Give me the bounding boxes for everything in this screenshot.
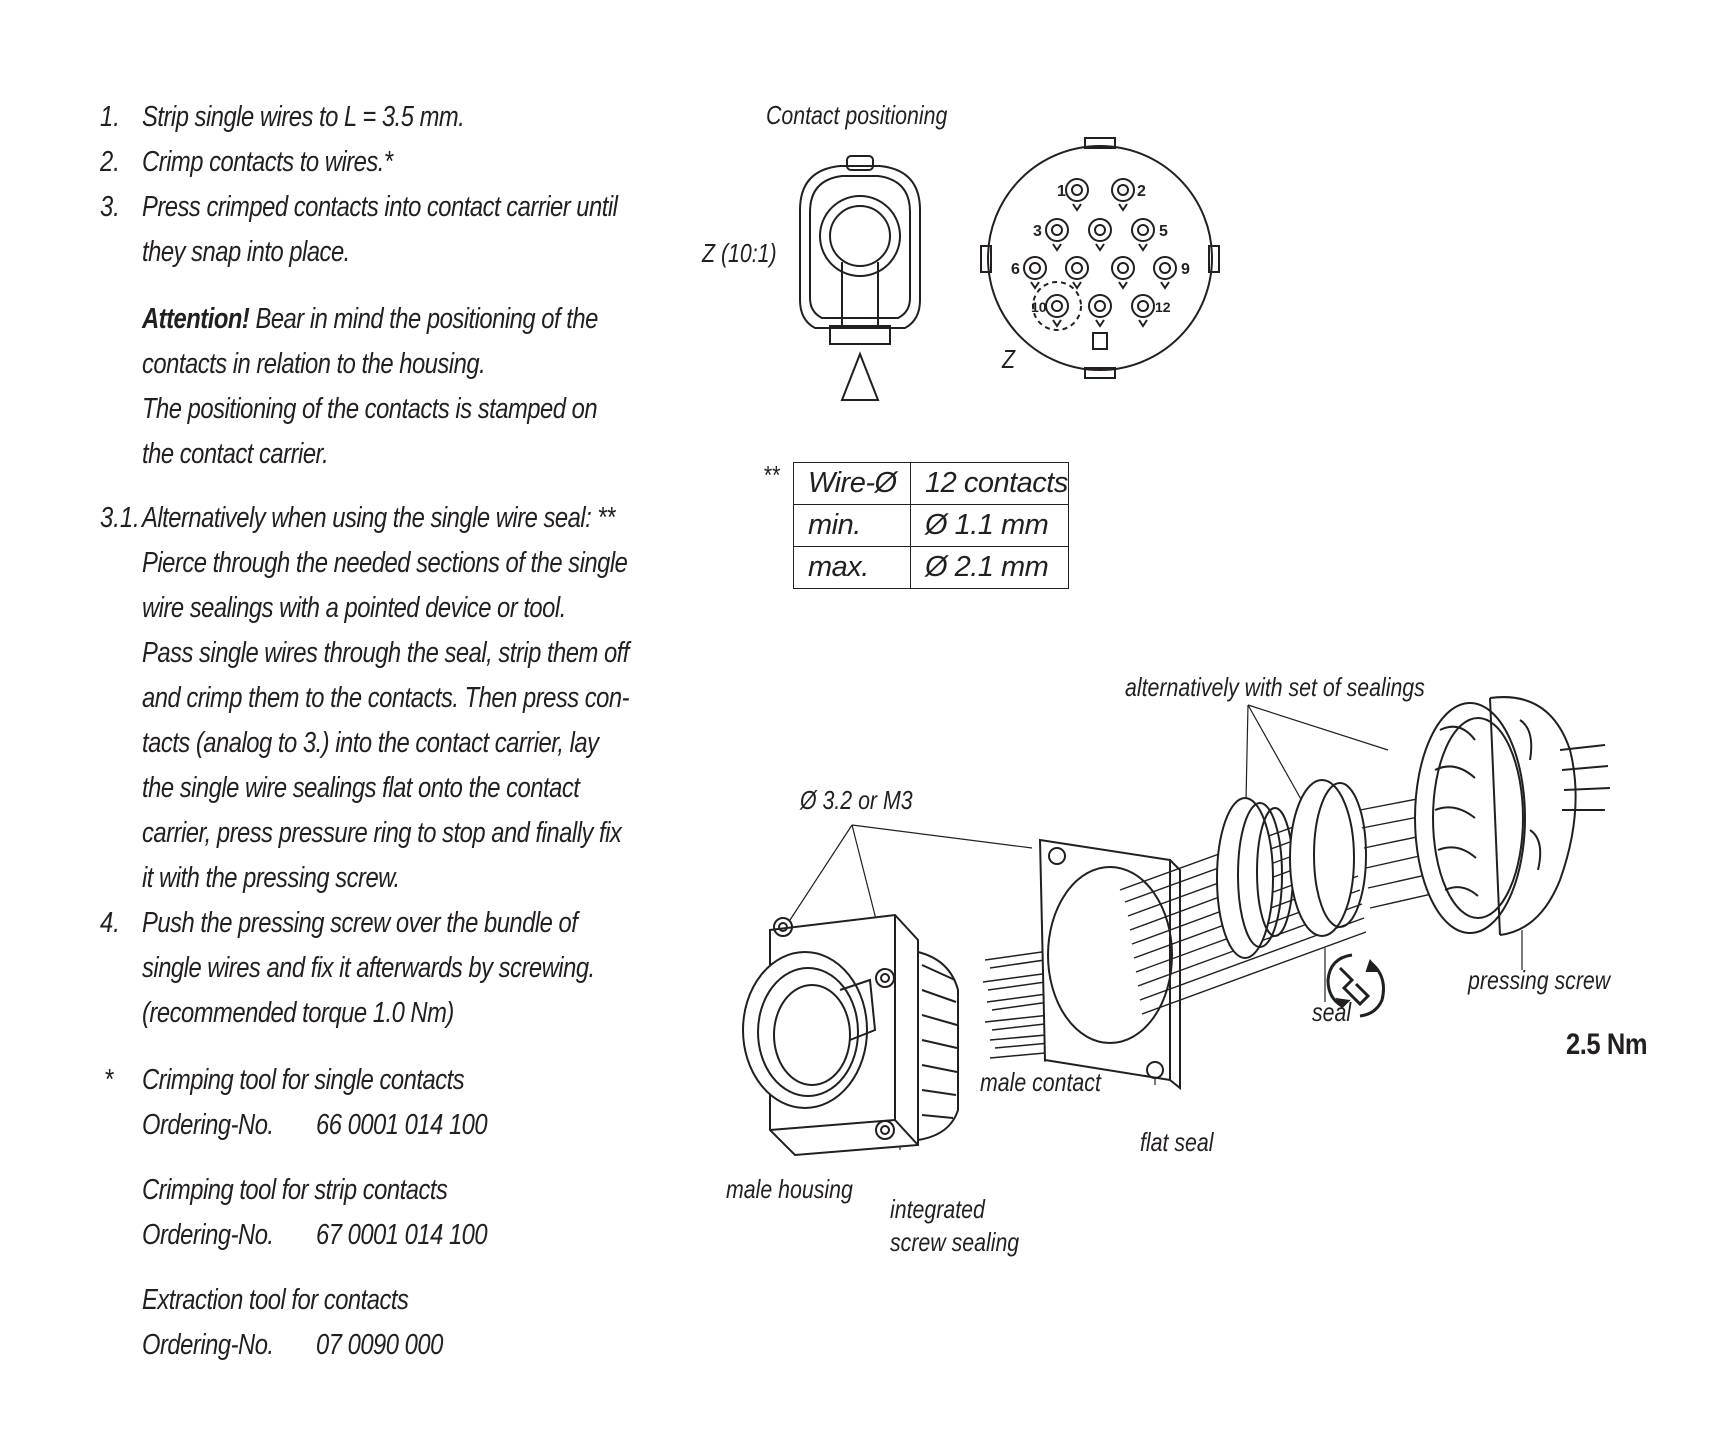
seal-label: seal <box>1312 997 1352 1027</box>
attention-line: Attention! Bear in mind the positioning … <box>142 297 598 342</box>
pin-label: 10 <box>1031 299 1047 315</box>
table-cell: min. <box>793 504 911 547</box>
z-label: Z <box>1002 344 1016 374</box>
step-text: wire sealings with a pointed device or t… <box>142 592 566 624</box>
step-text: Push the pressing screw over the bundle … <box>142 907 578 939</box>
table-row: Wire-Ø 12 contacts <box>793 462 1069 505</box>
attention-label: Attention! <box>142 303 250 335</box>
footnote-mark: * <box>104 1064 114 1096</box>
pressing-screw-label: pressing screw <box>1468 965 1611 995</box>
wire-diameter-table: Wire-Ø 12 contacts min. Ø 1.1 mm max. Ø … <box>793 462 1069 589</box>
pin-label: 12 <box>1155 299 1171 315</box>
ordering-number: 07 0090 000 <box>316 1329 443 1361</box>
tool-name: Crimping tool for strip contacts <box>142 1174 448 1206</box>
attention-text: the contact carrier. <box>142 438 329 470</box>
step-number: 3. <box>100 191 120 223</box>
pin-label: 9 <box>1181 261 1190 278</box>
tool-name: Crimping tool for single contacts <box>142 1064 465 1096</box>
table-cell: Ø 2.1 mm <box>910 546 1069 589</box>
table-cell: 12 contacts <box>910 462 1069 505</box>
male-housing-label: male housing <box>726 1174 853 1204</box>
step-text: Alternatively when using the single wire… <box>142 502 615 534</box>
flat-seal-label: flat seal <box>1140 1127 1214 1157</box>
step-text: it with the pressing screw. <box>142 862 400 894</box>
table-cell: Wire-Ø <box>793 462 911 505</box>
attention-text: contacts in relation to the housing. <box>142 348 486 380</box>
screw-sealing-label: screw sealing <box>890 1227 1020 1257</box>
step-text: single wires and fix it afterwards by sc… <box>142 952 595 984</box>
step-text: the single wire sealings flat onto the c… <box>142 772 580 804</box>
step-text: Pass single wires through the seal, stri… <box>142 637 629 669</box>
pin-label: 6 <box>1011 261 1020 278</box>
step-number: 1. <box>100 101 120 133</box>
integrated-label: integrated <box>890 1194 985 1224</box>
table-footnote-mark: ** <box>763 460 780 490</box>
pin-label: 2 <box>1137 183 1146 200</box>
step-text: Strip single wires to L = 3.5 mm. <box>142 101 465 133</box>
step-text: they snap into place. <box>142 236 350 268</box>
assembly-drawing <box>742 696 1611 1157</box>
contact-detail-drawing <box>799 155 921 401</box>
pin-label: 3 <box>1033 223 1042 240</box>
torque-value: 2.5 Nm <box>1566 1028 1648 1061</box>
step-number: 4. <box>100 907 120 939</box>
ordering-number: 67 0001 014 100 <box>316 1219 488 1251</box>
step-text: Crimp contacts to wires.* <box>142 146 393 178</box>
ordering-label: Ordering-No. <box>142 1109 274 1141</box>
ordering-number: 66 0001 014 100 <box>316 1109 488 1141</box>
step-text: tacts (analog to 3.) into the contact ca… <box>142 727 599 759</box>
male-contact-label: male contact <box>980 1067 1101 1097</box>
ordering-label: Ordering-No. <box>142 1329 274 1361</box>
table-row: min. Ø 1.1 mm <box>793 504 1069 547</box>
step-number: 3.1. <box>100 502 140 534</box>
step-text: Press crimped contacts into contact carr… <box>142 191 618 223</box>
attention-text: The positioning of the contacts is stamp… <box>142 393 598 425</box>
step-number: 2. <box>100 146 120 178</box>
step-text: carrier, press pressure ring to stop and… <box>142 817 622 849</box>
attention-text: Bear in mind the positioning of the <box>249 303 598 335</box>
hole-size-label: Ø 3.2 or M3 <box>800 785 913 815</box>
step-text: (recommended torque 1.0 Nm) <box>142 997 454 1029</box>
pin-label: 5 <box>1159 223 1168 240</box>
step-text: Pierce through the needed sections of th… <box>142 547 628 579</box>
ordering-label: Ordering-No. <box>142 1219 274 1251</box>
contact-positioning-title: Contact positioning <box>766 100 948 130</box>
connector-face-drawing: 1 2 3 5 6 9 10 12 <box>980 137 1220 379</box>
table-cell: Ø 1.1 mm <box>910 504 1069 547</box>
alt-sealings-label: alternatively with set of sealings <box>1125 672 1425 702</box>
step-text: and crimp them to the contacts. Then pre… <box>142 682 630 714</box>
tool-name: Extraction tool for contacts <box>142 1284 409 1316</box>
detail-scale-label: Z (10:1) <box>702 238 777 268</box>
table-cell: max. <box>793 546 911 589</box>
table-row: max. Ø 2.1 mm <box>793 546 1069 589</box>
pin-label: 1 <box>1057 183 1066 200</box>
